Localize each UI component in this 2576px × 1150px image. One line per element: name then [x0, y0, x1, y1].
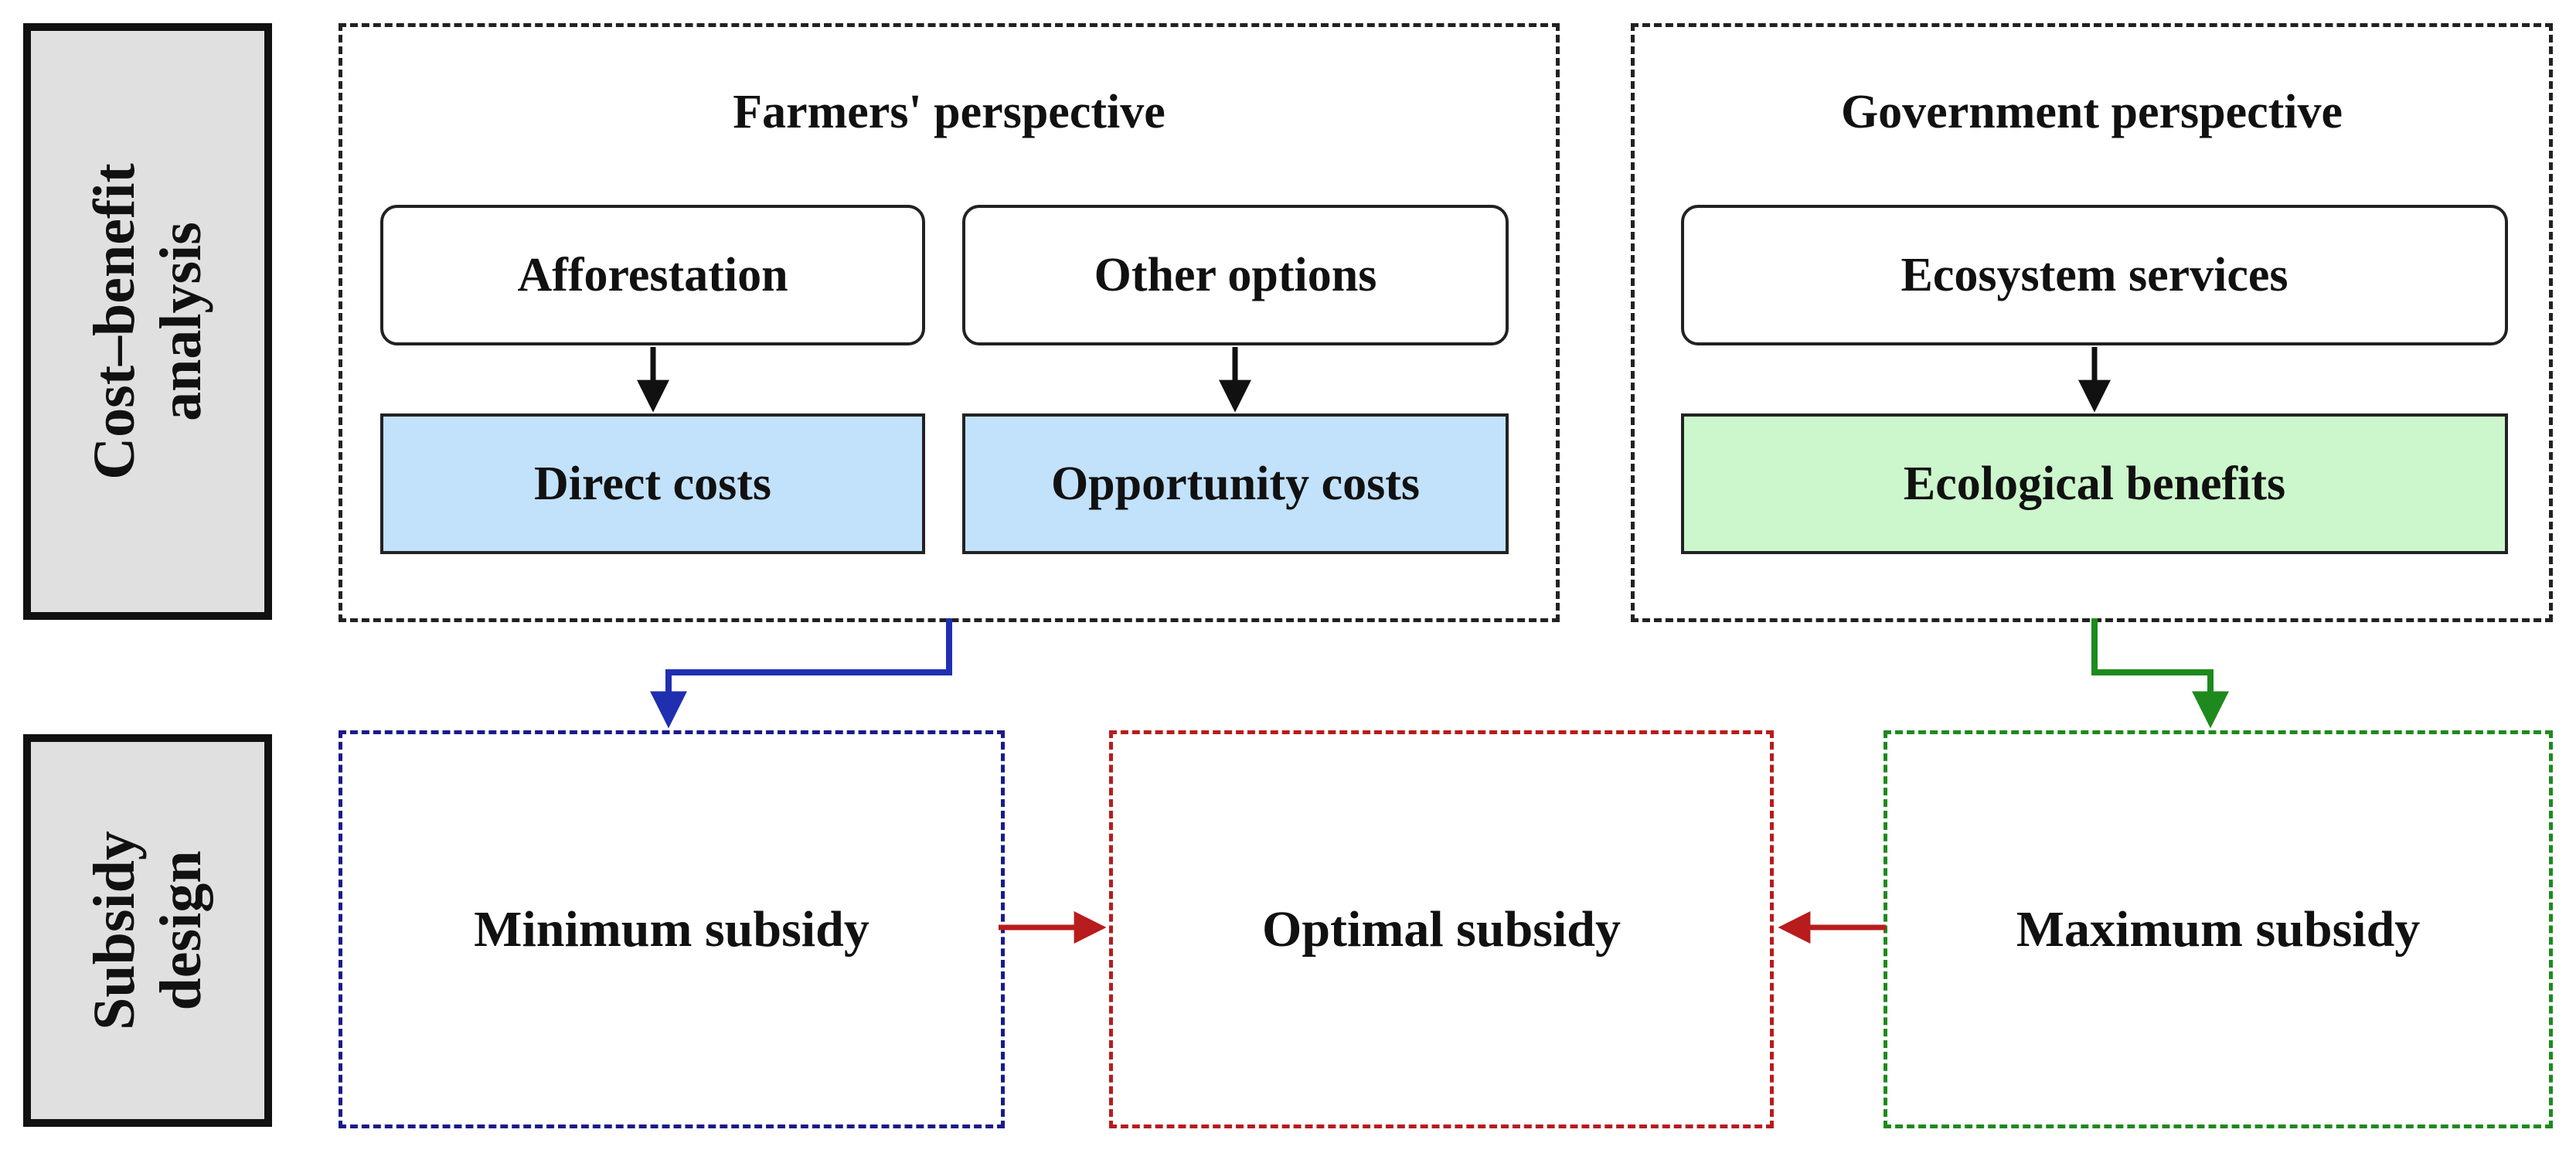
minimum-subsidy-label: Minimum subsidy: [474, 900, 869, 958]
maximum-subsidy-label: Maximum subsidy: [2016, 900, 2421, 958]
farmers-perspective-title: Farmers' perspective: [733, 86, 1165, 138]
afforestation-node: Afforestation: [380, 205, 925, 345]
optimal-subsidy-label: Optimal subsidy: [1262, 900, 1621, 958]
other-options-node: Other options: [962, 205, 1509, 345]
ecosystem-services-node: Ecosystem services: [1681, 205, 2508, 345]
direct-costs-node: Direct costs: [380, 413, 925, 554]
farmers-to-minimum-subsidy-arrow: [650, 618, 952, 729]
government-to-maximum-subsidy-arrow: [2091, 618, 2229, 729]
subsidy-design-label-box: Subsidy design: [23, 734, 272, 1127]
government-perspective-title: Government perspective: [1840, 86, 2343, 138]
cost-benefit-analysis-label-box: Cost–benefit analysis: [23, 23, 272, 620]
opportunity-costs-node: Opportunity costs: [962, 413, 1509, 554]
ecological-benefits-node: Ecological benefits: [1681, 413, 2508, 554]
optimal-subsidy-box: Optimal subsidy: [1109, 730, 1774, 1128]
